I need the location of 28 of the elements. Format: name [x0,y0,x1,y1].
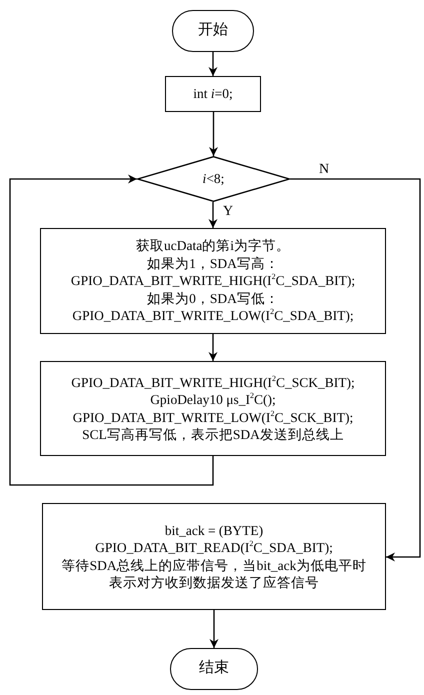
node-text: i<8; [202,170,224,188]
arrow [208,334,218,361]
node-text: SCL写高再写低，表示把SDA发送到总线上 [82,426,344,444]
arrow [208,52,218,76]
node-text: GPIO_DATA_BIT_WRITE_LOW(I$^{2}$C_SDA_BIT); [72,307,354,325]
node-text: GPIO_DATA_BIT_WRITE_LOW(I$^{2}$C_SCK_BIT); [72,408,354,426]
node-text: GPIO_DATA_BIT_WRITE_HIGH(I$^{2}$C_SDA_BIT); [70,272,356,290]
node-text: 开始 [198,22,228,40]
arrow [290,178,421,562]
process-box [42,503,386,610]
terminal-shape [172,10,254,52]
terminal-shape [170,648,258,690]
arrow [210,610,218,648]
node-text: 获取ucData的第i为字节。 [136,237,290,255]
node-text: 结束 [199,660,229,678]
node-text: 如果为1，SDA写高： [147,254,279,272]
node-text: 等待SDA总线上的应带信号，当bit_ack为低电平时表示对方收到数据发送了应答信号 [61,556,367,592]
process-box [40,228,386,334]
process-box [165,76,261,112]
arrow [9,174,214,486]
node-text: bit_ack = (BYTE) GPIO_DATA_BIT_READ(I$^{2}$C_SDA_BIT); [94,522,334,556]
node-text: int i=0; [193,85,233,103]
arrow [208,202,218,228]
arrow [209,112,218,156]
node-text: GPIO_DATA_BIT_WRITE_HIGH(I$^{2}$C_SCK_BIT); [71,374,355,391]
node-text: GpioDelay10 μs_I$^{2}$C(); [150,391,276,408]
process-box [40,361,386,456]
node-text: 如果为0，SDA写低： [147,290,279,308]
